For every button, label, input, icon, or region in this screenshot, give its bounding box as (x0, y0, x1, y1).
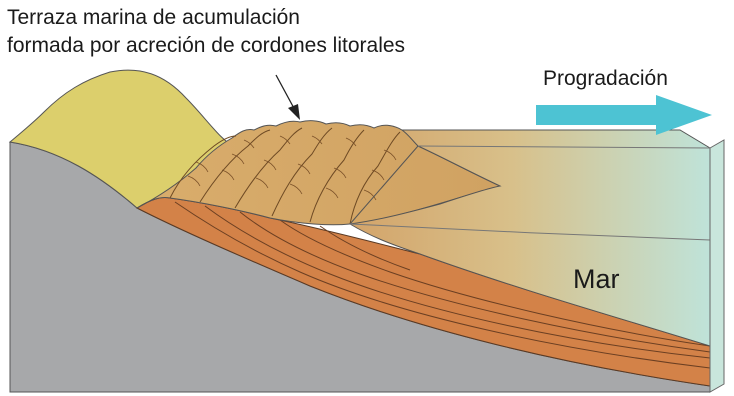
old-terrace-surface (8, 69, 239, 209)
progradation-arrow-icon (536, 95, 712, 135)
shoreline-line (349, 145, 419, 225)
sea-label: Mar (573, 264, 620, 294)
pointer-arrow-icon (275, 74, 300, 120)
sea-back-edge (417, 145, 711, 149)
water-edge-line (349, 223, 711, 241)
sediment-layer-lines (174, 201, 711, 369)
title-line-1: Terraza marina de acumulación (7, 6, 300, 29)
sea-surface (348, 129, 711, 347)
beach-ridges (136, 120, 502, 226)
title-line-2: formada por acreción de cordones litoral… (7, 34, 406, 57)
ridge-crests (169, 127, 401, 225)
sea-side-face (709, 139, 725, 393)
progradation-label: Progradación (543, 67, 668, 90)
ridge-hatching (187, 135, 397, 201)
